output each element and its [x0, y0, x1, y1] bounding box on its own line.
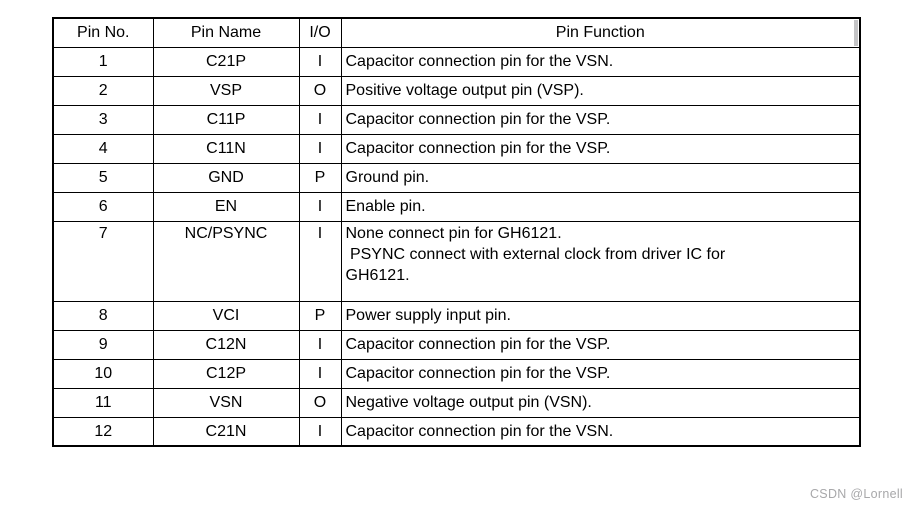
pin-function-cell: Capacitor connection pin for the VSN. — [340, 46, 861, 77]
pin-no-cell: 6 — [52, 191, 154, 222]
header-pin-no: Pin No. — [52, 17, 154, 48]
pin-function-cell: Capacitor connection pin for the VSP. — [340, 329, 861, 360]
io-cell: P — [298, 162, 342, 193]
pin-function-cell: Ground pin. — [340, 162, 861, 193]
pin-no-cell: 10 — [52, 358, 154, 389]
pin-no-cell: 5 — [52, 162, 154, 193]
pin-name-cell: VSN — [152, 387, 300, 418]
io-cell: I — [298, 416, 342, 447]
io-cell: I — [298, 220, 342, 302]
pin-name-cell: C11P — [152, 104, 300, 135]
header-scrollbar-artifact — [854, 20, 858, 46]
io-cell: I — [298, 104, 342, 135]
pin-name-cell: NC/PSYNC — [152, 220, 300, 302]
pin-no-cell: 4 — [52, 133, 154, 164]
pin-function-cell: Positive voltage output pin (VSP). — [340, 75, 861, 106]
pin-function-cell: Capacitor connection pin for the VSN. — [340, 416, 861, 447]
pin-name-cell: C21N — [152, 416, 300, 447]
pin-no-cell: 2 — [52, 75, 154, 106]
pin-name-cell: C11N — [152, 133, 300, 164]
io-cell: O — [298, 387, 342, 418]
pin-no-cell: 12 — [52, 416, 154, 447]
watermark: CSDN @Lornell — [809, 487, 903, 501]
pin-name-cell: GND — [152, 162, 300, 193]
pin-function-cell: Capacitor connection pin for the VSP. — [340, 133, 861, 164]
pin-function-cell: Enable pin. — [340, 191, 861, 222]
io-cell: I — [298, 358, 342, 389]
pin-name-cell: EN — [152, 191, 300, 222]
pin-name-cell: VSP — [152, 75, 300, 106]
pin-name-cell: C21P — [152, 46, 300, 77]
io-cell: I — [298, 133, 342, 164]
header-pin-name: Pin Name — [152, 17, 300, 48]
pin-function-cell: Power supply input pin. — [340, 300, 861, 331]
io-cell: O — [298, 75, 342, 106]
pin-no-cell: 11 — [52, 387, 154, 418]
io-cell: I — [298, 46, 342, 77]
header-io: I/O — [298, 17, 342, 48]
pin-function-cell: Capacitor connection pin for the VSP. — [340, 358, 861, 389]
pin-function-cell: Capacitor connection pin for the VSP. — [340, 104, 861, 135]
pin-function-cell: None connect pin for GH6121. PSYNC conne… — [340, 220, 861, 302]
io-cell: I — [298, 329, 342, 360]
pin-function-cell: Negative voltage output pin (VSN). — [340, 387, 861, 418]
header-row: Pin No. Pin Name I/O Pin Function — [52, 17, 861, 48]
pin-no-cell: 8 — [52, 300, 154, 331]
pin-no-cell: 7 — [52, 220, 154, 302]
header-pin-function: Pin Function — [340, 17, 861, 48]
pin-name-cell: VCI — [152, 300, 300, 331]
pin-name-cell: C12N — [152, 329, 300, 360]
io-cell: I — [298, 191, 342, 222]
pin-no-cell: 1 — [52, 46, 154, 77]
pin-no-cell: 9 — [52, 329, 154, 360]
pin-no-cell: 3 — [52, 104, 154, 135]
pin-name-cell: C12P — [152, 358, 300, 389]
io-cell: P — [298, 300, 342, 331]
